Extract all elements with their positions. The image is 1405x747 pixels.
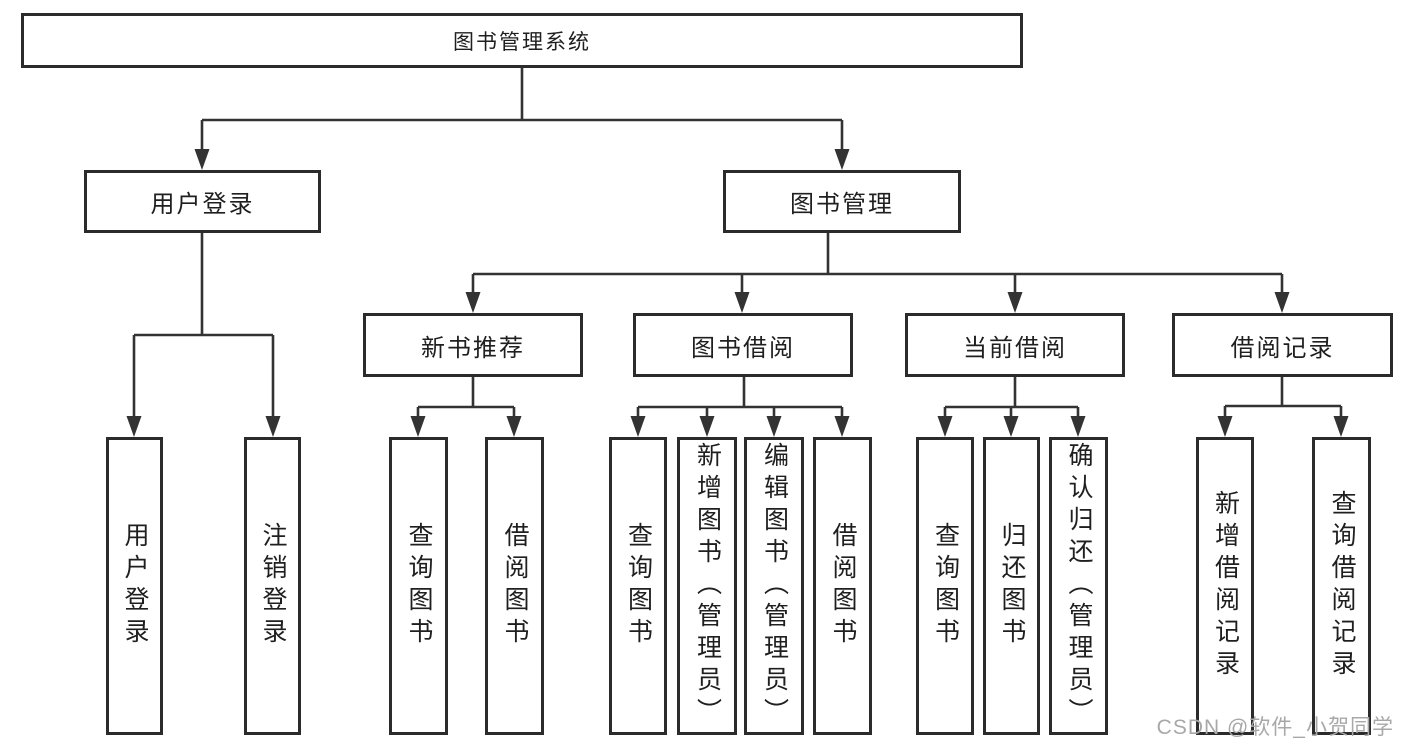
leaf-confirm-return-admin: 确认归还（管理员）	[1049, 437, 1108, 735]
leaf-label: 用户登录	[121, 522, 149, 650]
leaf-query-books-borrowing: 查询图书	[609, 437, 667, 735]
node-label: 用户登录	[150, 191, 255, 218]
leaf-label: 查询借阅记录	[1328, 490, 1356, 682]
leaf-label: 新增借阅记录	[1211, 490, 1240, 682]
leaf-borrow-books-borrowing: 借阅图书	[813, 437, 872, 735]
leaf-edit-book-admin: 编辑图书（管理员）	[744, 437, 804, 735]
leaf-borrow-books-recommend: 借阅图书	[485, 437, 544, 735]
node-label: 图书管理系统	[453, 30, 591, 54]
leaf-logout: 注销登录	[244, 437, 301, 735]
leaf-add-borrowing-record: 新增借阅记录	[1196, 437, 1254, 735]
leaf-label: 借阅图书	[501, 522, 529, 650]
node-borrowing-records: 借阅记录	[1172, 313, 1393, 377]
leaf-label: 查询图书	[405, 522, 433, 650]
leaf-query-borrowing-record: 查询借阅记录	[1312, 437, 1371, 735]
node-label: 当前借阅	[963, 334, 1067, 362]
watermark: CSDN @软件_小贺同学	[1156, 716, 1394, 739]
leaf-return-books: 归还图书	[983, 437, 1040, 735]
leaf-label: 归还图书	[998, 522, 1026, 650]
leaf-add-book-admin: 新增图书（管理员）	[677, 437, 737, 735]
node-label: 新书推荐	[421, 334, 525, 362]
node-label: 借阅记录	[1230, 334, 1335, 362]
leaf-user-login: 用户登录	[106, 437, 163, 735]
leaf-label: 新增图书（管理员）	[693, 442, 722, 730]
leaf-label: 注销登录	[259, 522, 287, 650]
leaf-query-books-recommend: 查询图书	[389, 437, 448, 735]
node-library-system: 图书管理系统	[21, 13, 1023, 68]
leaf-label: 借阅图书	[829, 522, 857, 650]
node-current-borrowing: 当前借阅	[905, 313, 1125, 377]
leaf-query-books-current: 查询图书	[916, 437, 974, 735]
node-book-borrowing: 图书借阅	[633, 313, 853, 377]
node-label: 图书管理	[790, 191, 894, 218]
node-label: 图书借阅	[691, 334, 795, 362]
node-user-login: 用户登录	[84, 170, 321, 233]
leaf-label: 查询图书	[624, 522, 653, 650]
leaf-label: 编辑图书（管理员）	[760, 442, 789, 730]
leaf-label: 确认归还（管理员）	[1065, 442, 1093, 730]
node-new-book-recommendation: 新书推荐	[363, 313, 583, 377]
leaf-label: 查询图书	[931, 522, 960, 650]
node-book-management: 图书管理	[723, 170, 961, 233]
